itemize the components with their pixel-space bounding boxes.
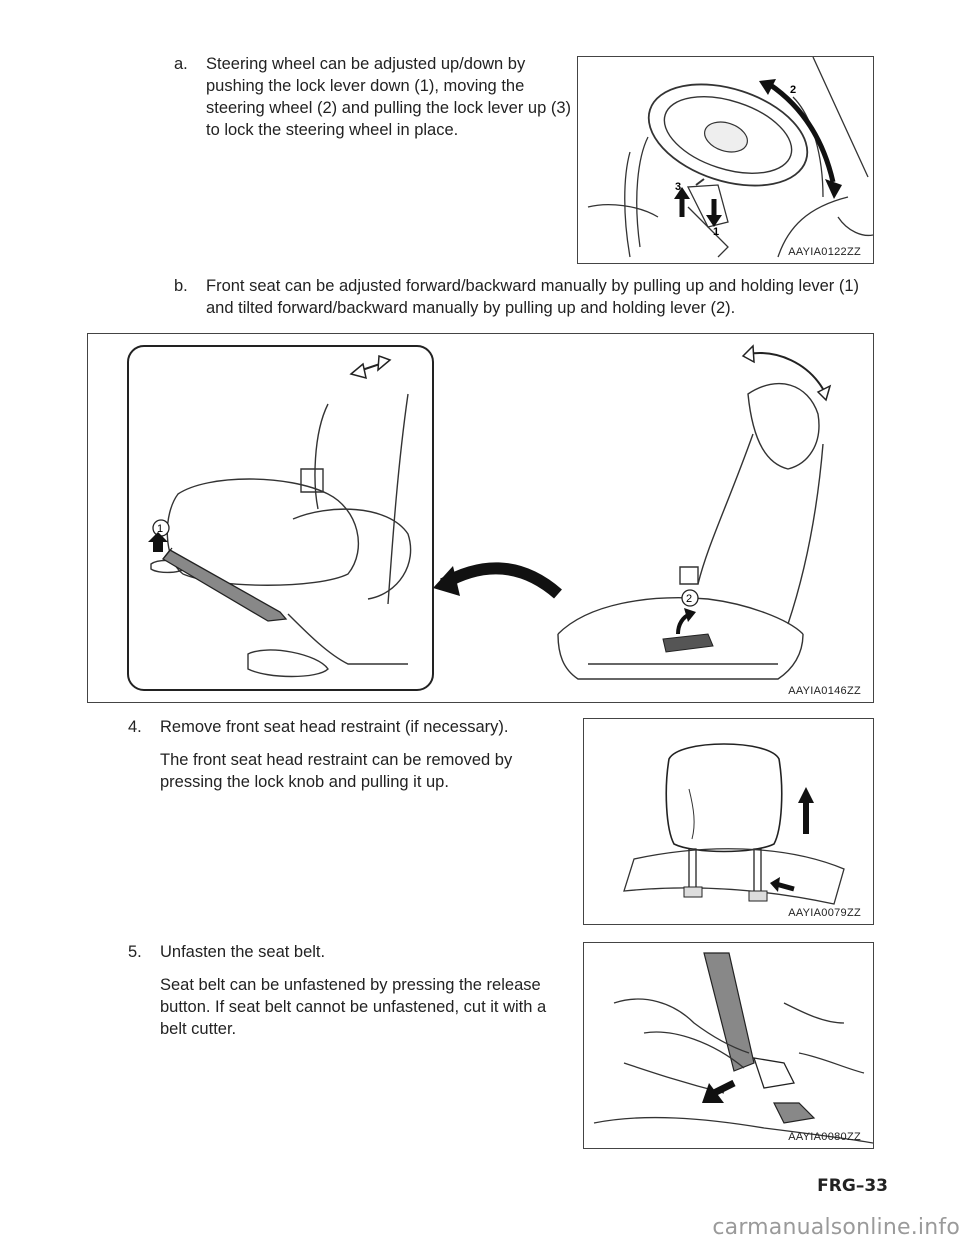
callout-1: 1	[157, 523, 163, 535]
step-a-label: a.	[174, 55, 188, 73]
callout-2: 2	[790, 84, 796, 96]
head-restraint-illustration	[623, 743, 845, 905]
step-4-title: Remove front seat head restraint (if nec…	[160, 718, 509, 736]
step-b-text: Front seat can be adjusted forward/backw…	[206, 277, 860, 317]
step-4: 4. Remove front seat head restraint (if …	[128, 716, 548, 793]
front-seat-illustration: 1 2	[127, 344, 832, 691]
step-b-label: b.	[174, 277, 188, 295]
steering-wheel-illustration: 2 3 1	[587, 57, 873, 258]
callout-1: 1	[713, 226, 719, 238]
step-5-label: 5.	[128, 943, 142, 961]
figure-front-seat: 1 2 AAYIA0146ZZ	[87, 333, 874, 703]
figure-code: AAYIA0146ZZ	[788, 685, 861, 697]
callout-3: 3	[675, 181, 681, 193]
step-4-text: The front seat head restraint can be rem…	[160, 751, 513, 791]
step-4-label: 4.	[128, 718, 142, 736]
callout-2: 2	[686, 593, 692, 605]
step-b: b. Front seat can be adjusted forward/ba…	[174, 275, 874, 319]
figure-code: AAYIA0079ZZ	[788, 907, 861, 919]
figure-seat-belt: AAYIA0080ZZ	[583, 942, 874, 1149]
figure-code: AAYIA0080ZZ	[788, 1131, 861, 1143]
figure-head-restraint: AAYIA0079ZZ	[583, 718, 874, 925]
step-5: 5. Unfasten the seat belt. Seat belt can…	[128, 941, 548, 1040]
step-a: a. Steering wheel can be adjusted up/dow…	[174, 53, 579, 141]
step-a-text: Steering wheel can be adjusted up/down b…	[206, 55, 572, 139]
step-5-title: Unfasten the seat belt.	[160, 943, 326, 961]
figure-steering-wheel: 2 3 1 AAYIA0122ZZ	[577, 56, 874, 264]
seat-belt-illustration	[593, 952, 873, 1144]
page-number: FRG–33	[817, 1176, 888, 1196]
figure-code: AAYIA0122ZZ	[788, 246, 861, 258]
watermark: carmanualsonline.info	[712, 1215, 960, 1240]
step-5-text: Seat belt can be unfastened by pressing …	[160, 976, 547, 1038]
